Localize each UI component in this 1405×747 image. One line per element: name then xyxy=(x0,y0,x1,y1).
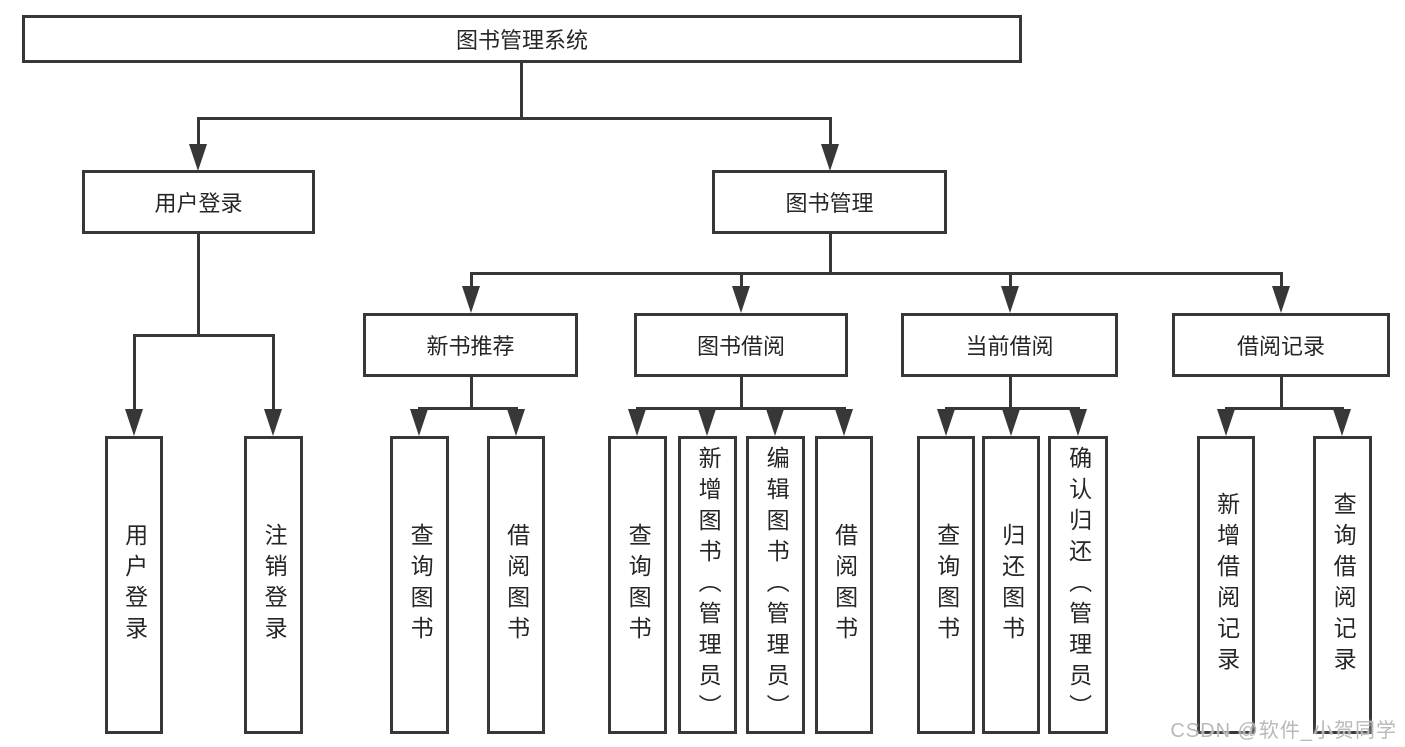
arrow-down-icon xyxy=(1272,286,1290,313)
arrow-down-icon xyxy=(821,144,839,171)
connector xyxy=(418,407,518,410)
node-book-management-label: 图书管理 xyxy=(785,191,874,216)
leaf-logout-label: 注销登录 xyxy=(261,523,288,647)
leaf-query-borrow-record: 查询借阅记录 xyxy=(1313,436,1372,734)
connector xyxy=(197,117,832,120)
leaf-user-login-label: 用户登录 xyxy=(121,523,148,647)
connector xyxy=(829,234,832,275)
leaf-edit-book-admin: 编辑图书（管理员） xyxy=(746,436,805,734)
connector xyxy=(272,334,275,412)
leaf-logout: 注销登录 xyxy=(244,436,303,734)
arrow-down-icon xyxy=(507,409,525,436)
node-root: 图书管理系统 xyxy=(22,15,1022,63)
node-user-login-label: 用户登录 xyxy=(154,191,243,216)
connector xyxy=(470,272,1283,275)
arrow-down-icon xyxy=(835,409,853,436)
leaf-query-books: 查询图书 xyxy=(390,436,449,734)
leaf-borrow-books-label: 借阅图书 xyxy=(831,523,858,647)
node-root-label: 图书管理系统 xyxy=(455,28,588,53)
node-borrowing-records: 借阅记录 xyxy=(1172,313,1390,377)
leaf-user-login: 用户登录 xyxy=(105,436,163,734)
arrow-down-icon xyxy=(410,409,428,436)
leaf-add-borrow-record: 新增借阅记录 xyxy=(1197,436,1255,734)
arrow-down-icon xyxy=(1001,286,1019,313)
leaf-borrow-books-label: 借阅图书 xyxy=(503,523,530,647)
arrow-down-icon xyxy=(698,409,716,436)
connector xyxy=(197,117,200,149)
leaf-query-books: 查询图书 xyxy=(917,436,975,734)
arrow-down-icon xyxy=(937,409,955,436)
connector xyxy=(636,407,846,410)
connector xyxy=(1225,407,1344,410)
node-new-book-recommendation: 新书推荐 xyxy=(363,313,578,377)
connector xyxy=(470,376,473,410)
node-book-borrowing: 图书借阅 xyxy=(634,313,848,377)
leaf-query-books-label: 查询图书 xyxy=(625,523,652,647)
connector xyxy=(470,272,473,292)
connector xyxy=(740,272,743,292)
arrow-down-icon xyxy=(766,409,784,436)
leaf-borrow-books: 借阅图书 xyxy=(487,436,545,734)
leaf-confirm-return-admin-label: 确认归还（管理员） xyxy=(1065,445,1092,725)
node-user-login: 用户登录 xyxy=(82,170,315,234)
connector xyxy=(740,376,743,410)
leaf-add-book-admin-label: 新增图书（管理员） xyxy=(695,445,722,725)
arrow-down-icon xyxy=(1333,409,1351,436)
connector xyxy=(1280,376,1283,410)
connector xyxy=(1009,272,1012,292)
connector xyxy=(133,334,275,337)
arrow-down-icon xyxy=(1069,409,1087,436)
node-current-borrowing: 当前借阅 xyxy=(901,313,1118,377)
leaf-return-books-label: 归还图书 xyxy=(998,523,1025,647)
arrow-down-icon xyxy=(462,286,480,313)
connector xyxy=(520,62,523,119)
node-book-management: 图书管理 xyxy=(712,170,947,234)
connector xyxy=(133,334,136,412)
node-borrowing-records-label: 借阅记录 xyxy=(1236,334,1325,359)
arrow-down-icon xyxy=(732,286,750,313)
leaf-confirm-return-admin: 确认归还（管理员） xyxy=(1048,436,1108,734)
connector xyxy=(1280,272,1283,292)
connector xyxy=(1009,376,1012,410)
leaf-query-borrow-record-label: 查询借阅记录 xyxy=(1330,492,1357,678)
leaf-query-books-label: 查询图书 xyxy=(933,523,960,647)
arrow-down-icon xyxy=(1002,409,1020,436)
arrow-down-icon xyxy=(125,409,143,436)
connector xyxy=(197,233,200,337)
leaf-query-books: 查询图书 xyxy=(608,436,667,734)
leaf-query-books-label: 查询图书 xyxy=(407,523,434,647)
leaf-edit-book-admin-label: 编辑图书（管理员） xyxy=(763,445,790,725)
node-new-book-recommendation-label: 新书推荐 xyxy=(426,334,515,359)
connector xyxy=(829,117,832,149)
node-book-borrowing-label: 图书借阅 xyxy=(696,334,785,359)
watermark: CSDN @软件_小贺同学 xyxy=(1170,720,1397,742)
arrow-down-icon xyxy=(189,144,207,171)
node-current-borrowing-label: 当前借阅 xyxy=(965,334,1054,359)
leaf-borrow-books: 借阅图书 xyxy=(815,436,873,734)
arrow-down-icon xyxy=(1217,409,1235,436)
arrow-down-icon xyxy=(264,409,282,436)
leaf-add-borrow-record-label: 新增借阅记录 xyxy=(1213,492,1240,678)
leaf-add-book-admin: 新增图书（管理员） xyxy=(678,436,737,734)
leaf-return-books: 归还图书 xyxy=(982,436,1040,734)
arrow-down-icon xyxy=(628,409,646,436)
